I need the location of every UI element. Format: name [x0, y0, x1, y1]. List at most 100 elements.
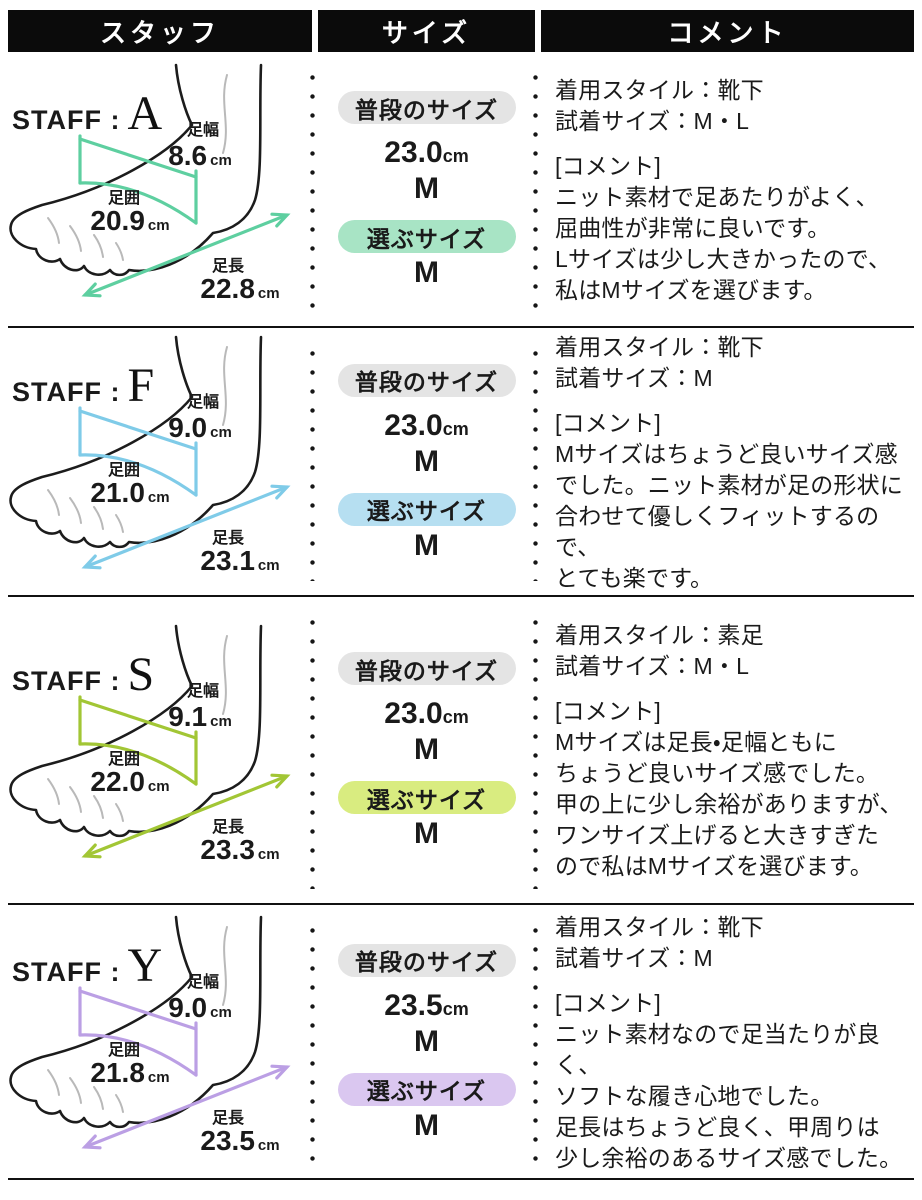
header-staff-label: スタッフ	[99, 17, 220, 48]
header-size-column: サイズ	[318, 10, 535, 52]
comment-cell: 着用スタイル：靴下 試着サイズ：M [コメント] ニット素材なので足当たりが良く…	[538, 905, 922, 1180]
comment-line: ちょうど良いサイズ感でした。	[555, 760, 880, 786]
staff-name: STAFF :A	[12, 87, 162, 140]
usual-size-letter: M	[414, 172, 439, 205]
comment-line: とても楽です。	[555, 564, 714, 591]
comment-line: Mサイズは足長・足幅ともに	[555, 729, 837, 755]
comment-line: ので私はMサイズを選びます。	[555, 853, 873, 879]
foot-length-label: 足長	[212, 1109, 245, 1127]
comment-cell: 着用スタイル：素足 試着サイズ：M・L [コメント] Mサイズは足長・足幅ともに…	[538, 597, 922, 905]
foot-girth-label: 足囲	[108, 461, 140, 479]
usual-size-value: 23.0cm	[384, 136, 469, 169]
foot-width-label: 足幅	[187, 681, 219, 700]
foot-length-label: 足長	[212, 529, 245, 547]
comment-heading: [コメント]	[555, 409, 661, 436]
comment-line: 甲の上に少し余裕がありますが、	[555, 791, 903, 817]
column-divider-dotted	[533, 68, 538, 312]
comment-line: 少し余裕のあるサイズ感でした。	[555, 1144, 903, 1171]
usual-size-value: 23.0cm	[384, 697, 469, 730]
comment-heading: [コメント]	[555, 698, 661, 724]
usual-size-letter: M	[414, 444, 439, 478]
foot-length-label: 足長	[212, 818, 245, 836]
selected-size-badge: 選ぶサイズ	[337, 781, 516, 814]
comment-cell: 着用スタイル：靴下 試着サイズ：M [コメント] Mサイズはちょうど良いサイズ感…	[538, 328, 922, 597]
wearing-style: 着用スタイル：素足	[555, 622, 764, 648]
staff-name: STAFF :F	[12, 359, 154, 412]
header-size-label: サイズ	[381, 17, 472, 48]
comment-line: 足長はちょうど良く、甲周りは	[555, 1113, 880, 1140]
wearing-style: 着用スタイル：靴下	[555, 913, 764, 940]
tried-sizes: 試着サイズ：M・L	[555, 653, 750, 679]
selected-size-letter: M	[414, 528, 439, 562]
wearing-style: 着用スタイル：靴下	[555, 333, 764, 360]
selected-size-letter: M	[414, 1108, 439, 1142]
column-divider-dotted	[310, 344, 315, 581]
tried-sizes: 試着サイズ：M	[555, 364, 713, 391]
usual-size-badge: 普段のサイズ	[337, 363, 516, 397]
usual-size-value: 23.5cm	[384, 988, 469, 1022]
comment-line: ソフトな履き心地でした。	[555, 1082, 834, 1109]
size-cell: 普段のサイズ 23.0cm M 選ぶサイズ M	[315, 52, 538, 328]
foot-girth-label: 足囲	[108, 189, 140, 207]
staff-name: STAFF :S	[12, 648, 154, 701]
comment-line: ニット素材で足あたりがよく、	[555, 183, 879, 210]
usual-size-badge: 普段のサイズ	[337, 652, 516, 685]
usual-size-value: 23.0cm	[384, 408, 469, 442]
comment-line: Mサイズはちょうど良いサイズ感	[555, 440, 898, 467]
usual-size-badge: 普段のサイズ	[337, 943, 516, 977]
comment-line: 合わせて優しくフィットするので、	[555, 502, 880, 560]
comment-line: 私はMサイズを選びます。	[555, 276, 827, 303]
selected-size-badge: 選ぶサイズ	[337, 220, 516, 253]
selected-size-letter: M	[414, 817, 439, 850]
size-cell: 普段のサイズ 23.0cm M 選ぶサイズ M	[315, 597, 538, 905]
column-divider-dotted	[533, 344, 538, 581]
comment-cell: 着用スタイル：靴下 試着サイズ：M・L [コメント] ニット素材で足あたりがよく…	[538, 52, 922, 328]
foot-girth-label: 足囲	[108, 750, 140, 768]
header-comment-label: コメント	[667, 17, 788, 48]
column-divider-dotted	[533, 613, 538, 889]
comment-line: 屈曲性が非常に良いです。	[555, 214, 831, 241]
column-divider-dotted	[310, 921, 315, 1164]
foot-girth-label: 足囲	[108, 1041, 140, 1059]
foot-width-label: 足幅	[187, 120, 219, 139]
header-staff-column: スタッフ	[8, 10, 312, 52]
tried-sizes: 試着サイズ：M・L	[555, 107, 750, 134]
comment-line: Lサイズは少し大きかったので、	[555, 245, 892, 272]
comment-heading: [コメント]	[555, 152, 661, 179]
usual-size-letter: M	[414, 733, 439, 766]
comment-line: ニット素材なので足当たりが良く、	[555, 1020, 880, 1078]
comment-heading: [コメント]	[555, 989, 661, 1016]
comment-line: ワンサイズ上げると大きすぎた	[555, 822, 880, 848]
column-divider-dotted	[310, 68, 315, 312]
wearing-style: 着用スタイル：靴下	[555, 76, 764, 103]
size-cell: 普段のサイズ 23.0cm M 選ぶサイズ M	[315, 328, 538, 597]
column-divider-dotted	[310, 613, 315, 889]
header-comment-column: コメント	[541, 10, 914, 52]
selected-size-badge: 選ぶサイズ	[337, 1072, 516, 1106]
usual-size-badge: 普段のサイズ	[337, 91, 516, 124]
comment-line: でした。ニット素材が足の形状に	[555, 471, 903, 498]
